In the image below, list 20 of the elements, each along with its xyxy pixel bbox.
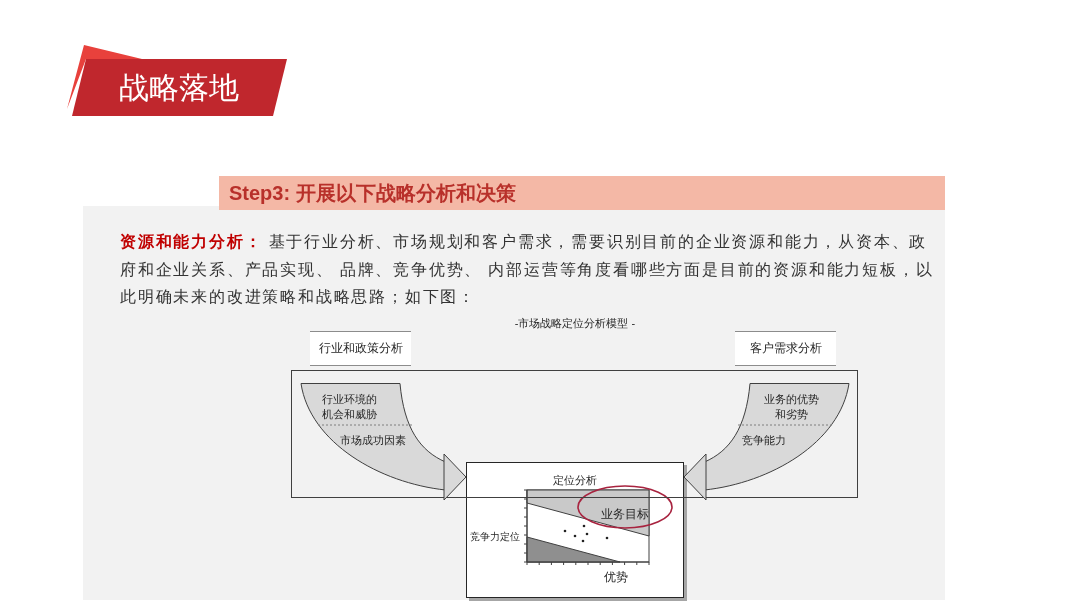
curved-band bbox=[300, 383, 446, 492]
step-header: Step3: 开展以下战略分析和决策 bbox=[219, 176, 945, 210]
band-text: 业务的优势和劣势 bbox=[762, 392, 820, 422]
arrow bbox=[443, 453, 467, 501]
topic-box: 客户需求分析 bbox=[735, 331, 836, 366]
positioning-box bbox=[466, 462, 684, 598]
slide-title: 战略落地 bbox=[119, 70, 239, 106]
ellipse-label: 业务目标 bbox=[601, 507, 649, 521]
band-text: 市场成功因素 bbox=[340, 433, 406, 448]
highlight-ellipse bbox=[577, 485, 673, 529]
axis-label: 竞争力定位 bbox=[470, 531, 520, 543]
axis-label: 优势 bbox=[604, 570, 628, 584]
description-text: 资源和能力分析： 基于行业分析、市场规划和客户需求，需要识别目前的企业资源和能力，从资本、政府和企业关系、产品实现、 品牌、竞争优势、 内部运营等角度看哪些方面是目前的资源和能力短板，以此明确未来的改进策略和战略思路；如下图： bbox=[120, 232, 935, 307]
diagram-caption: -市场战略定位分析模型 - bbox=[514, 316, 636, 331]
curved-band bbox=[704, 383, 850, 492]
box-title: 定位分析 bbox=[553, 473, 597, 487]
band-text: 行业环境的机会和威胁 bbox=[320, 392, 378, 422]
arrow bbox=[683, 453, 707, 501]
topic-box: 行业和政策分析 bbox=[310, 331, 411, 366]
band-text: 竞争能力 bbox=[742, 433, 786, 448]
